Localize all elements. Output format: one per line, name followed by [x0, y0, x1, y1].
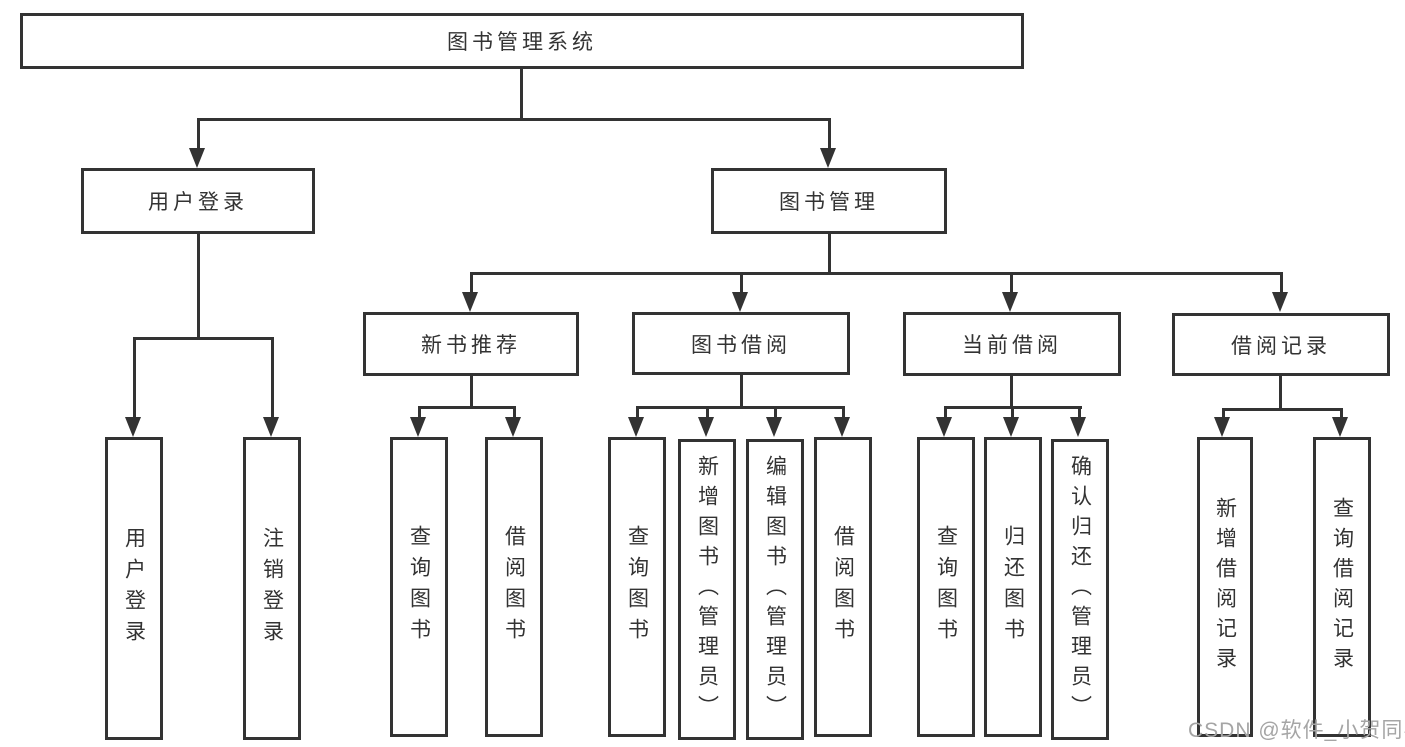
node-library-management-system: 图书管理系统 — [20, 13, 1024, 69]
connector-line — [520, 69, 523, 118]
arrowhead-icon — [936, 417, 952, 437]
arrowhead-icon — [628, 417, 644, 437]
arrowhead-icon — [698, 417, 714, 437]
node-current-borrowing: 当前借阅 — [903, 312, 1121, 376]
connector-line — [636, 406, 639, 419]
connector-line — [1010, 272, 1013, 294]
arrowhead-icon — [1332, 417, 1348, 437]
node-label: 查询图书 — [625, 525, 649, 649]
connector-line — [740, 272, 743, 294]
leaf-query-books: 查询图书 — [608, 437, 666, 737]
connector-line — [706, 406, 709, 419]
connector-line — [1279, 375, 1282, 408]
connector-line — [133, 337, 136, 419]
node-borrowing-records: 借阅记录 — [1172, 313, 1390, 376]
arrowhead-icon — [1214, 417, 1230, 437]
connector-line — [1280, 272, 1283, 294]
connector-line — [418, 406, 516, 409]
connector-line — [271, 337, 274, 419]
arrowhead-icon — [125, 417, 141, 437]
connector-line — [774, 406, 777, 419]
arrowhead-icon — [189, 148, 205, 168]
leaf-edit-books-admin: 编辑图书（管理员） — [746, 439, 804, 740]
leaf-query-borrow-record: 查询借阅记录 — [1313, 437, 1371, 737]
node-label: 当前借阅 — [962, 334, 1062, 357]
node-label: 用户登录 — [148, 191, 248, 214]
node-label: 查询图书 — [934, 525, 958, 649]
leaf-add-borrow-record: 新增借阅记录 — [1197, 437, 1253, 737]
node-new-book-recommend: 新书推荐 — [363, 312, 579, 376]
connector-line — [197, 118, 831, 121]
arrowhead-icon — [1002, 292, 1018, 312]
node-label: 借阅图书 — [502, 525, 526, 649]
node-label: 借阅记录 — [1231, 334, 1331, 358]
leaf-user-login: 用户登录 — [105, 437, 163, 740]
leaf-query-books: 查询图书 — [390, 437, 448, 737]
connector-line — [828, 234, 831, 272]
node-label: 注销登录 — [260, 526, 284, 651]
connector-line — [1222, 408, 1343, 411]
arrowhead-icon — [462, 292, 478, 312]
connector-line — [197, 118, 200, 150]
arrowhead-icon — [505, 417, 521, 437]
connector-line — [1010, 376, 1013, 406]
node-label: 编辑图书（管理员） — [763, 454, 787, 725]
leaf-logout: 注销登录 — [243, 437, 301, 740]
node-book-borrowing: 图书借阅 — [632, 312, 850, 375]
leaf-borrow-books: 借阅图书 — [485, 437, 543, 737]
node-label: 图书管理 — [779, 191, 879, 214]
node-label: 确认归还（管理员） — [1068, 454, 1092, 725]
arrowhead-icon — [820, 148, 836, 168]
leaf-return-books: 归还图书 — [984, 437, 1042, 737]
node-label: 借阅图书 — [831, 525, 855, 649]
connector-line — [470, 376, 473, 406]
leaf-borrow-books: 借阅图书 — [814, 437, 872, 737]
connector-line — [842, 406, 845, 419]
arrowhead-icon — [766, 417, 782, 437]
arrowhead-icon — [834, 417, 850, 437]
connector-line — [470, 272, 473, 294]
connector-line — [133, 337, 274, 340]
connector-line — [944, 406, 947, 419]
node-label: 归还图书 — [1001, 525, 1025, 649]
arrowhead-icon — [1070, 417, 1086, 437]
connector-line — [470, 272, 1283, 275]
arrowhead-icon — [410, 417, 426, 437]
node-book-management: 图书管理 — [711, 168, 947, 234]
node-label: 新书推荐 — [421, 334, 521, 357]
connector-line — [1078, 406, 1081, 419]
node-user-login: 用户登录 — [81, 168, 315, 234]
connector-line — [740, 374, 743, 406]
arrowhead-icon — [263, 417, 279, 437]
connector-line — [513, 406, 516, 419]
arrowhead-icon — [1003, 417, 1019, 437]
arrowhead-icon — [732, 292, 748, 312]
watermark: CSDN @软件_小贺同学 — [1188, 719, 1405, 742]
connector-line — [197, 234, 200, 337]
leaf-query-books: 查询图书 — [917, 437, 975, 737]
node-label: 新增借阅记录 — [1213, 497, 1237, 677]
node-label: 新增图书（管理员） — [695, 454, 719, 725]
node-label: 用户登录 — [122, 526, 146, 651]
leaf-add-books-admin: 新增图书（管理员） — [678, 439, 736, 740]
node-label: 查询借阅记录 — [1330, 497, 1354, 677]
connector-line — [1011, 406, 1014, 419]
arrowhead-icon — [1272, 292, 1288, 312]
connector-line — [1222, 408, 1225, 419]
node-label: 图书借阅 — [691, 333, 791, 357]
connector-line — [828, 118, 831, 150]
leaf-confirm-return-admin: 确认归还（管理员） — [1051, 439, 1109, 740]
node-label: 图书管理系统 — [447, 31, 597, 54]
connector-line — [636, 406, 845, 409]
node-label: 查询图书 — [407, 525, 431, 649]
connector-line — [1340, 408, 1343, 419]
connector-line — [418, 406, 421, 419]
